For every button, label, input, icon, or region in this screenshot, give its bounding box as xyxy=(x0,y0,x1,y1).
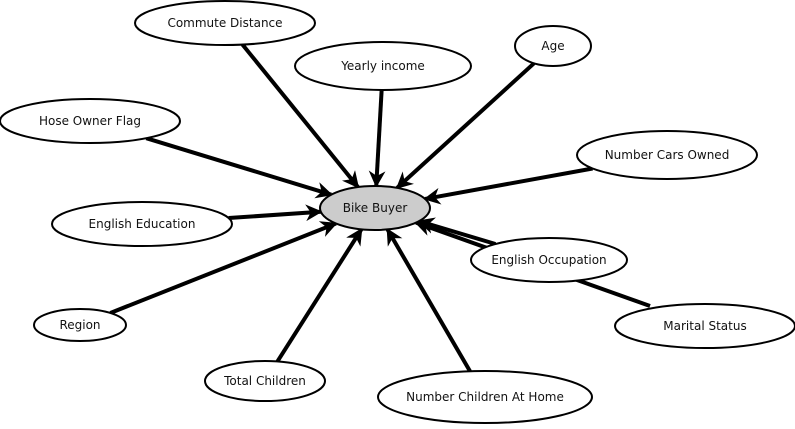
node-region[interactable]: Region xyxy=(33,308,127,342)
node-ellipse xyxy=(514,25,592,67)
node-label: English Occupation xyxy=(491,253,606,267)
node-ellipse xyxy=(614,303,795,349)
node-number-cars-owned[interactable]: Number Cars Owned xyxy=(576,130,758,180)
edge-number-children-at-home-to-bike-buyer xyxy=(385,227,472,373)
edge-english-occupation-to-bike-buyer xyxy=(417,217,497,246)
node-ellipse xyxy=(319,185,431,231)
node-bike-buyer[interactable]: Bike Buyer xyxy=(319,185,431,231)
node-ellipse xyxy=(204,360,326,402)
node-commute-distance[interactable]: Commute Distance xyxy=(134,0,316,46)
node-age[interactable]: Age xyxy=(514,25,592,67)
node-english-education[interactable]: English Education xyxy=(51,201,233,247)
node-label: Commute Distance xyxy=(167,16,282,30)
node-label: Age xyxy=(541,39,564,53)
node-total-children[interactable]: Total Children xyxy=(204,360,326,402)
node-label: Bike Buyer xyxy=(343,201,408,215)
node-label: Marital Status xyxy=(663,319,746,333)
edge-age-to-bike-buyer xyxy=(395,61,536,190)
edge-total-children-to-bike-buyer xyxy=(275,227,364,363)
node-label: Number Cars Owned xyxy=(605,148,730,162)
node-label: Number Children At Home xyxy=(406,390,564,404)
node-label: Total Children xyxy=(223,374,306,388)
edge-commute-distance-to-bike-buyer xyxy=(240,43,360,189)
node-label: Hose Owner Flag xyxy=(39,114,141,128)
edge-number-cars-owned-to-bike-buyer xyxy=(423,166,593,205)
node-label: Yearly income xyxy=(340,59,425,73)
node-ellipse xyxy=(33,308,127,342)
node-english-occupation[interactable]: English Occupation xyxy=(470,237,628,283)
node-ellipse xyxy=(0,98,181,144)
node-label: Region xyxy=(59,318,100,332)
node-marital-status[interactable]: Marital Status xyxy=(614,303,795,349)
edge-english-education-to-bike-buyer xyxy=(228,204,323,222)
node-ellipse xyxy=(470,237,628,283)
edge-region-to-bike-buyer xyxy=(109,221,338,315)
node-ellipse xyxy=(576,130,758,180)
node-number-children-at-home[interactable]: Number Children At Home xyxy=(377,370,593,424)
edge-hose-owner-flag-to-bike-buyer xyxy=(145,136,333,199)
node-yearly-income[interactable]: Yearly income xyxy=(294,41,472,91)
node-hose-owner-flag[interactable]: Hose Owner Flag xyxy=(0,98,181,144)
node-ellipse xyxy=(134,0,316,46)
node-ellipse xyxy=(377,370,593,424)
node-ellipse xyxy=(294,41,472,91)
edge-yearly-income-to-bike-buyer xyxy=(368,89,386,188)
node-ellipse xyxy=(51,201,233,247)
node-label: English Education xyxy=(89,217,196,231)
